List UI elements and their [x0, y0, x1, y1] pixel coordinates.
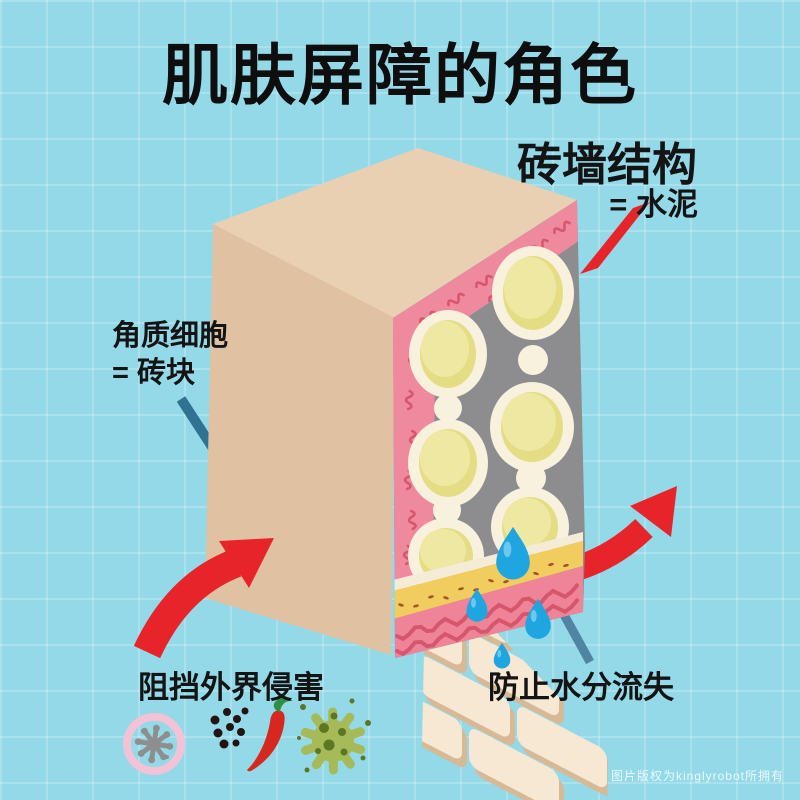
- label-prevent-water-loss: 防止水分流失: [488, 670, 674, 705]
- label-equals-brick: = 砖块: [112, 357, 195, 389]
- label-equals-cement: = 水泥: [609, 187, 698, 222]
- pollution-dots-icon: [210, 707, 249, 749]
- label-keratinocyte-line1: 角质细胞: [112, 320, 229, 352]
- water-drop: [496, 526, 530, 580]
- water-drop: [493, 642, 511, 669]
- dermis-band: [393, 200, 583, 634]
- pink-layer-waves: [395, 583, 579, 657]
- label-wall-structure: 砖墙结构: [516, 139, 697, 190]
- arrow-external-attack: [133, 538, 274, 659]
- water-drop: [466, 588, 488, 622]
- water-drop: [525, 598, 551, 639]
- page-title: 肌肤屏障的角色: [162, 38, 638, 112]
- chili-icon: [247, 697, 293, 772]
- germ-in-ring-icon: [123, 713, 185, 775]
- section-content: [393, 200, 583, 658]
- lipid-cells: [419, 256, 563, 584]
- virus-icon: [297, 698, 371, 775]
- yellow-layer: [393, 541, 583, 619]
- wall-top-base: [213, 148, 577, 318]
- label-block-external: 阻挡外界侵害: [138, 670, 324, 705]
- water-drops: [466, 526, 551, 669]
- cement-pointer-line: [580, 202, 650, 274]
- basement-line: [393, 532, 583, 591]
- label-keratinocyte: 角质细胞 = 砖块: [112, 318, 228, 392]
- watermark: 图片版权为kinglyrobot所拥有: [610, 769, 784, 783]
- arrow-outward: [573, 486, 677, 580]
